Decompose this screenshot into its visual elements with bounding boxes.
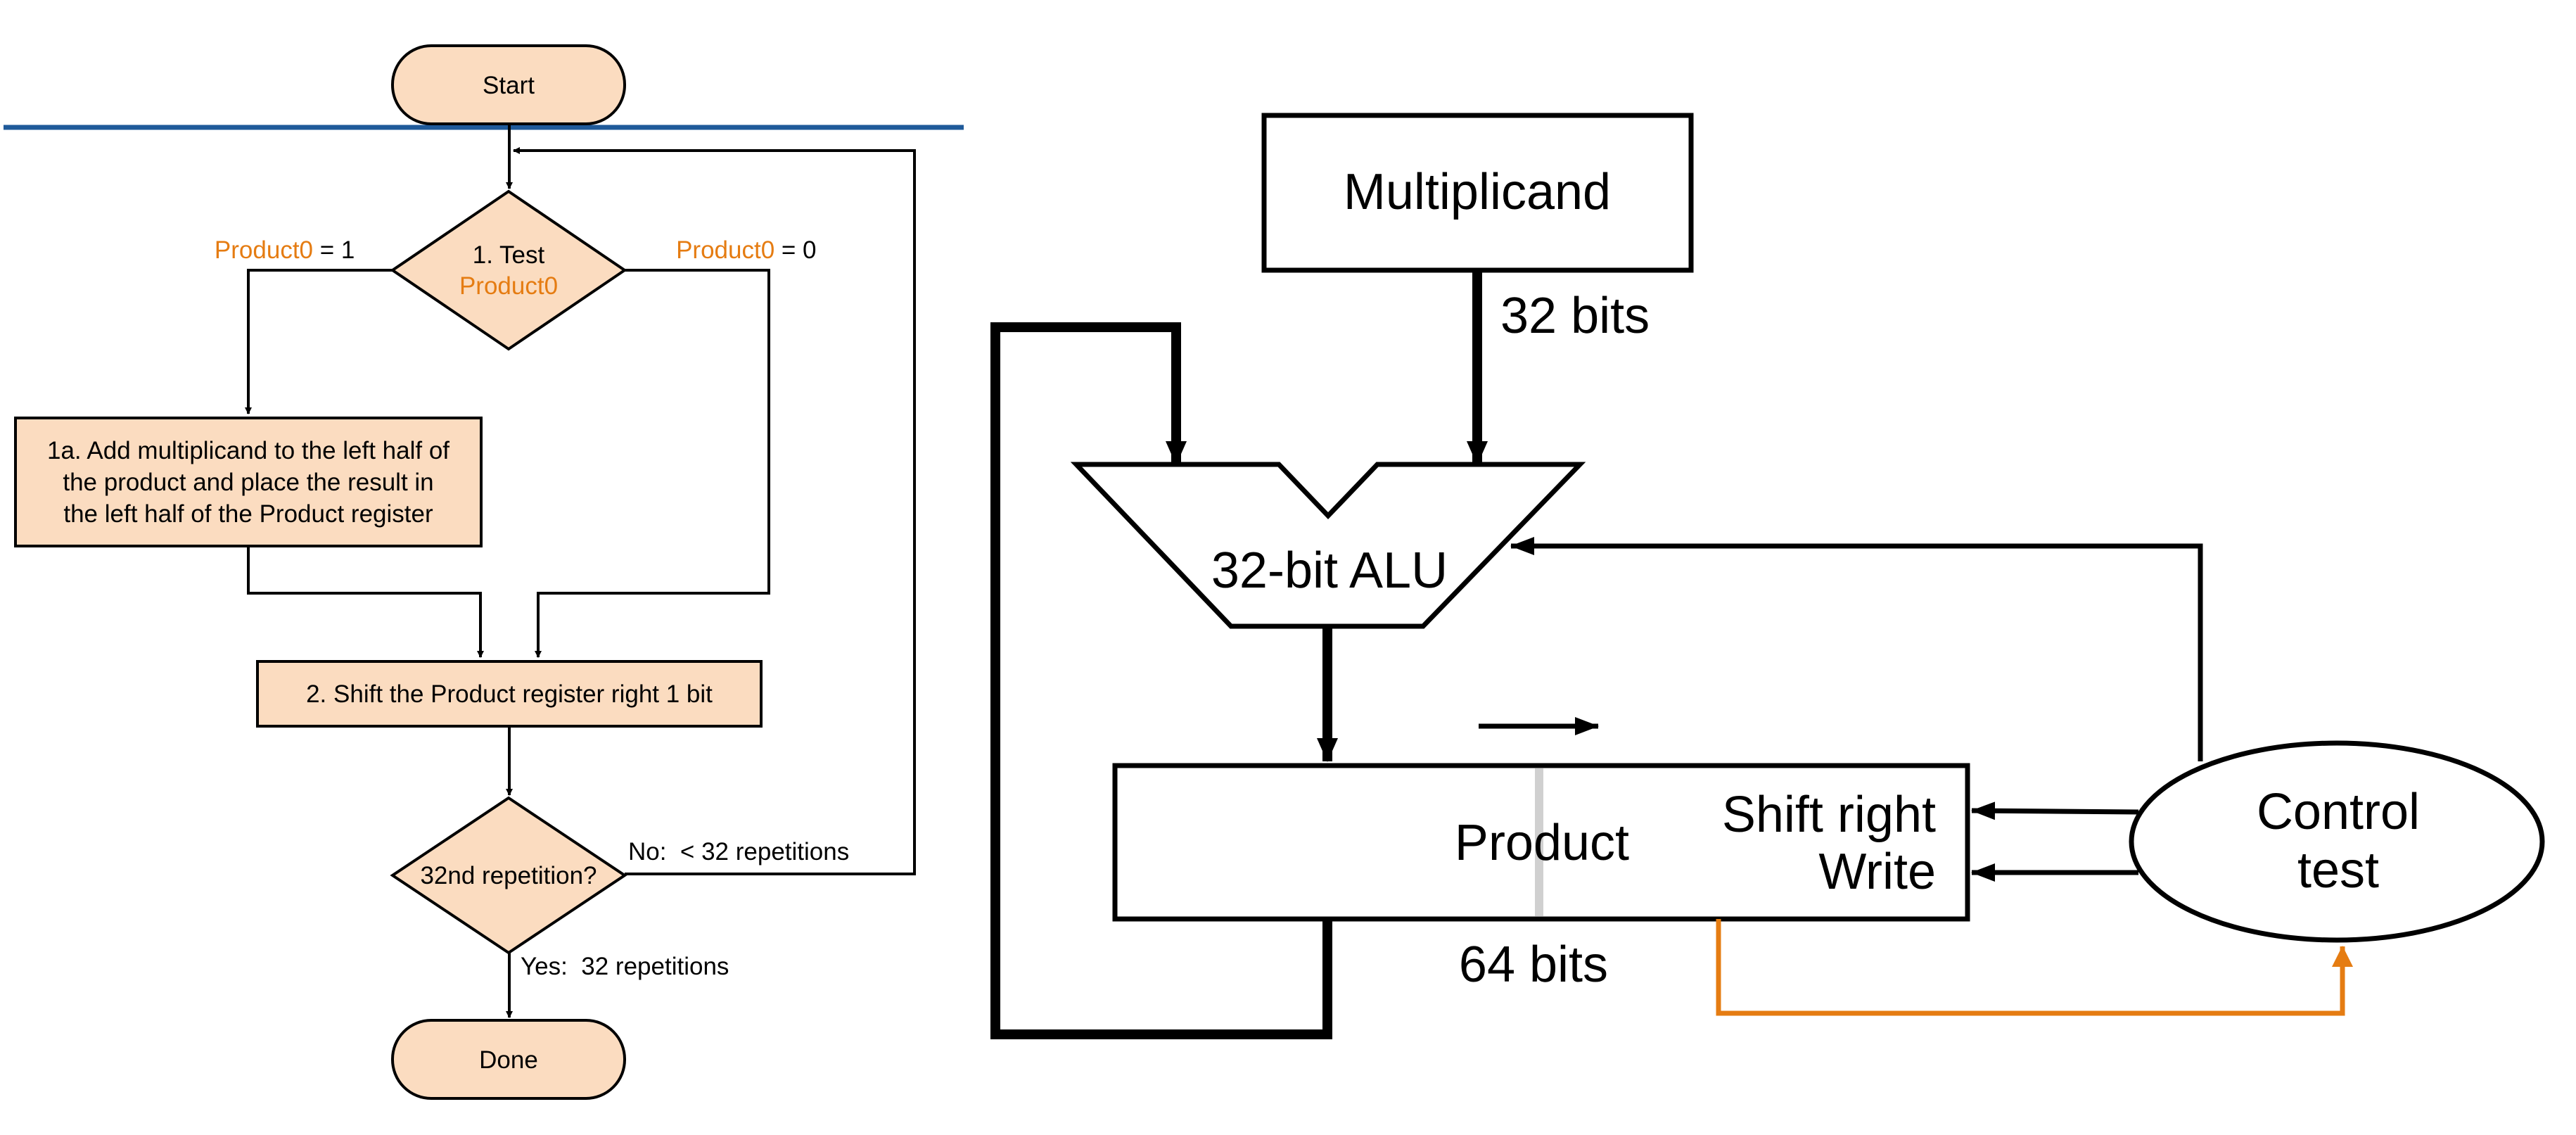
test-label-line2: Product0 [459, 272, 558, 300]
start-label: Start [483, 72, 535, 99]
product-width-label: 64 bits [1459, 937, 1608, 993]
yes-branch-label: Yes: 32 repetitions [521, 953, 729, 980]
multiplicand-register [1261, 113, 1694, 273]
multiplicand-width-label: 32 bits [1500, 288, 1650, 344]
right-branch-value: = 0 [774, 236, 816, 264]
add-step-line-1: 1a. Add multiplicand to the left half of [47, 437, 449, 464]
multiplicand-label: Multiplicand [1344, 164, 1611, 220]
repeat-decision-diamond [390, 796, 627, 955]
left-branch-arrow [245, 269, 393, 414]
product-feedback-bus [990, 322, 1332, 1039]
loop-back-arrow [513, 147, 916, 875]
left-branch-variable: Product0 [215, 236, 313, 264]
shift-step-box [256, 660, 763, 728]
done-label: Done [479, 1046, 538, 1074]
test-label-line1: 1. Test [473, 241, 545, 269]
start-terminator [391, 44, 626, 125]
right-branch-label: Product0 = 0 [628, 236, 850, 264]
shift-step-label: 2. Shift the Product register right 1 bi… [306, 680, 713, 708]
alu-shape [1070, 462, 1586, 629]
product-label: Product [1455, 815, 1629, 871]
add-to-shift-arrow [247, 546, 484, 658]
right-branch-arrow [535, 269, 770, 658]
right-branch-variable: Product0 [676, 236, 774, 264]
hardware-diagram: Multiplicand 32 bits 32-bit ALU Product … [990, 113, 2545, 1039]
test-decision-diamond [390, 189, 627, 351]
shift-right-label: Shift right [1722, 787, 1936, 843]
no-branch-label: No: < 32 repetitions [628, 838, 849, 865]
control-to-alu-arrow [1510, 537, 2203, 761]
alu-label: 32-bit ALU [1211, 543, 1448, 599]
shift-right-signal-arrow [1971, 801, 2139, 820]
add-step-line-2: the product and place the result in [63, 469, 433, 496]
control-label-line2: test [2297, 842, 2379, 899]
add-step-line-3: the left half of the Product register [63, 500, 433, 528]
flowchart: Start 1. Test Product0 Product0 = 1 Prod… [4, 44, 964, 1100]
left-branch-label: Product0 = 1 [167, 236, 389, 264]
product0-test-signal-arrow [1716, 919, 2353, 1016]
write-label: Write [1818, 844, 1936, 900]
control-test-unit [2129, 740, 2545, 943]
left-branch-value: = 1 [313, 236, 355, 264]
done-terminator [391, 1019, 626, 1100]
add-step-box [14, 417, 483, 547]
control-label-line1: Control [2257, 784, 2420, 840]
flowchart-connectors [245, 124, 916, 1018]
repeat-question-label: 32nd repetition? [420, 862, 597, 889]
